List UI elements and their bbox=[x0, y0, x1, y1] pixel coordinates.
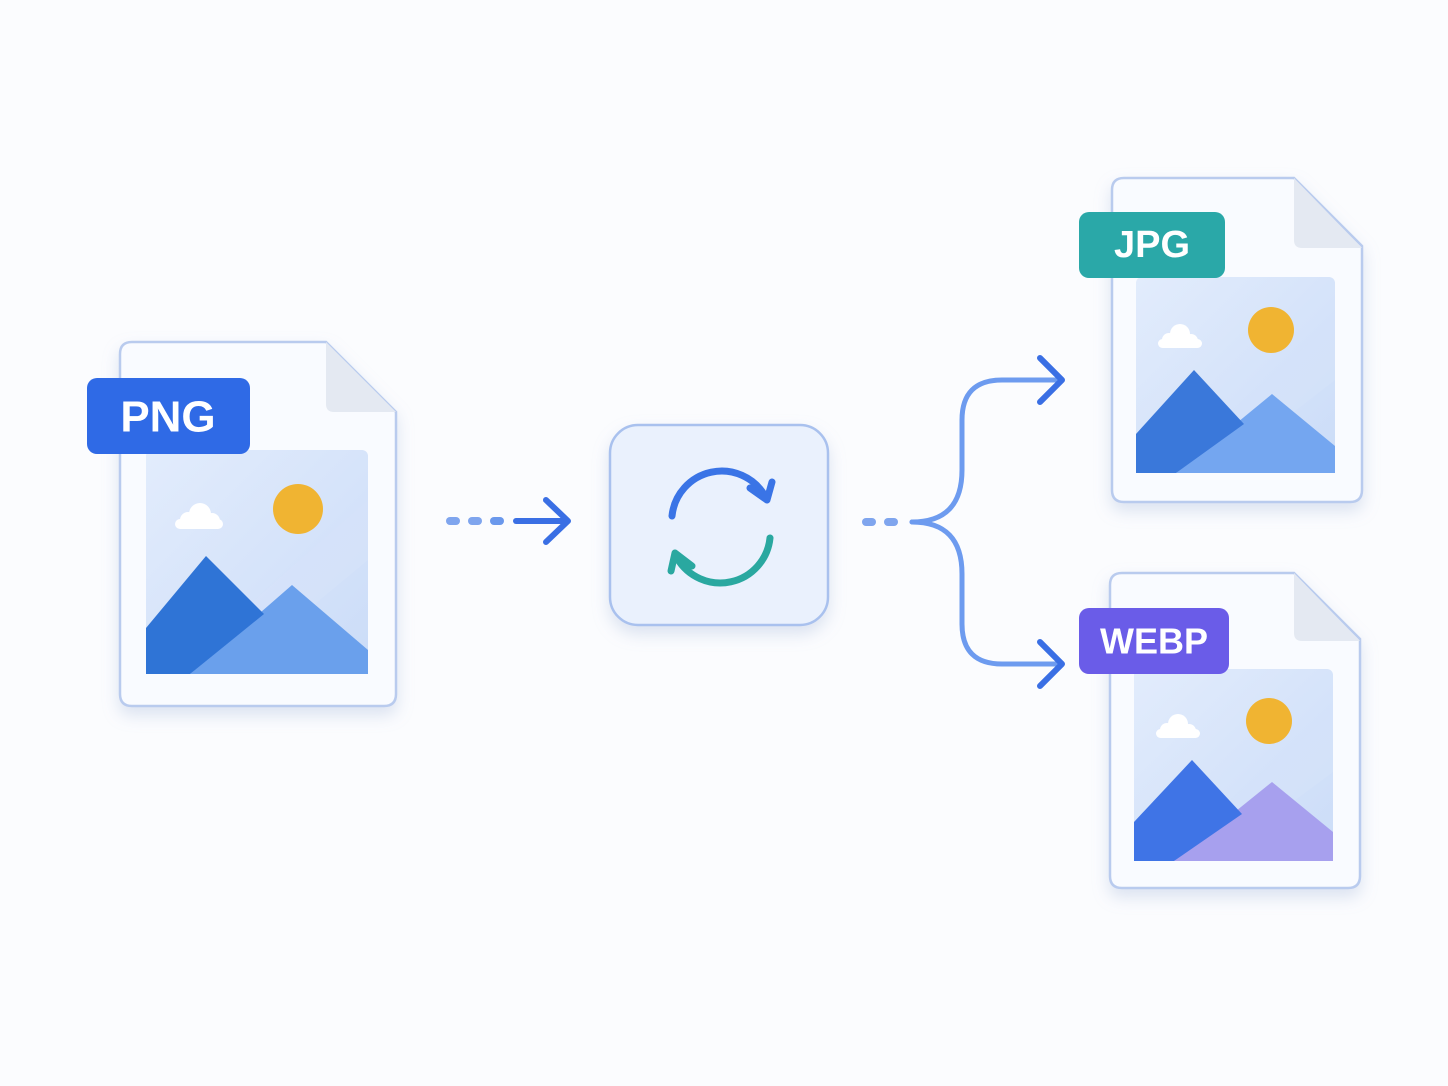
mountain-front bbox=[1134, 760, 1242, 861]
png-badge bbox=[87, 378, 250, 454]
page-fold bbox=[1294, 178, 1362, 248]
sun-icon bbox=[1248, 307, 1294, 353]
jpg-badge-label: JPG bbox=[1114, 224, 1190, 266]
input-arrow bbox=[446, 497, 571, 545]
page-fold bbox=[326, 342, 396, 412]
output-document-jpg: JPG bbox=[1079, 176, 1364, 504]
arrow-head-icon bbox=[1037, 639, 1065, 689]
jpg-badge bbox=[1079, 212, 1225, 278]
source-document: PNG bbox=[87, 340, 398, 708]
page-fold bbox=[1294, 573, 1360, 641]
png-badge-label: PNG bbox=[120, 393, 215, 442]
branch-connector bbox=[862, 355, 1065, 689]
converter-box bbox=[608, 423, 830, 627]
cloud-icon bbox=[1158, 324, 1202, 348]
mountain-back bbox=[1174, 782, 1333, 861]
webp-badge bbox=[1079, 608, 1229, 674]
sun-icon bbox=[273, 484, 323, 534]
mountain-front bbox=[146, 556, 264, 674]
arrow-head-icon bbox=[1037, 355, 1065, 405]
mountain-front bbox=[1136, 370, 1244, 473]
mountain-back bbox=[1176, 394, 1335, 473]
cloud-icon bbox=[1156, 714, 1200, 738]
arrow-head-icon bbox=[543, 497, 571, 545]
webp-badge-label: WEBP bbox=[1100, 621, 1208, 662]
sun-icon bbox=[1246, 698, 1292, 744]
output-document-webp: WEBP bbox=[1079, 571, 1362, 890]
cloud-icon bbox=[175, 503, 223, 529]
mountain-back bbox=[190, 585, 368, 674]
refresh-icon bbox=[667, 467, 776, 587]
